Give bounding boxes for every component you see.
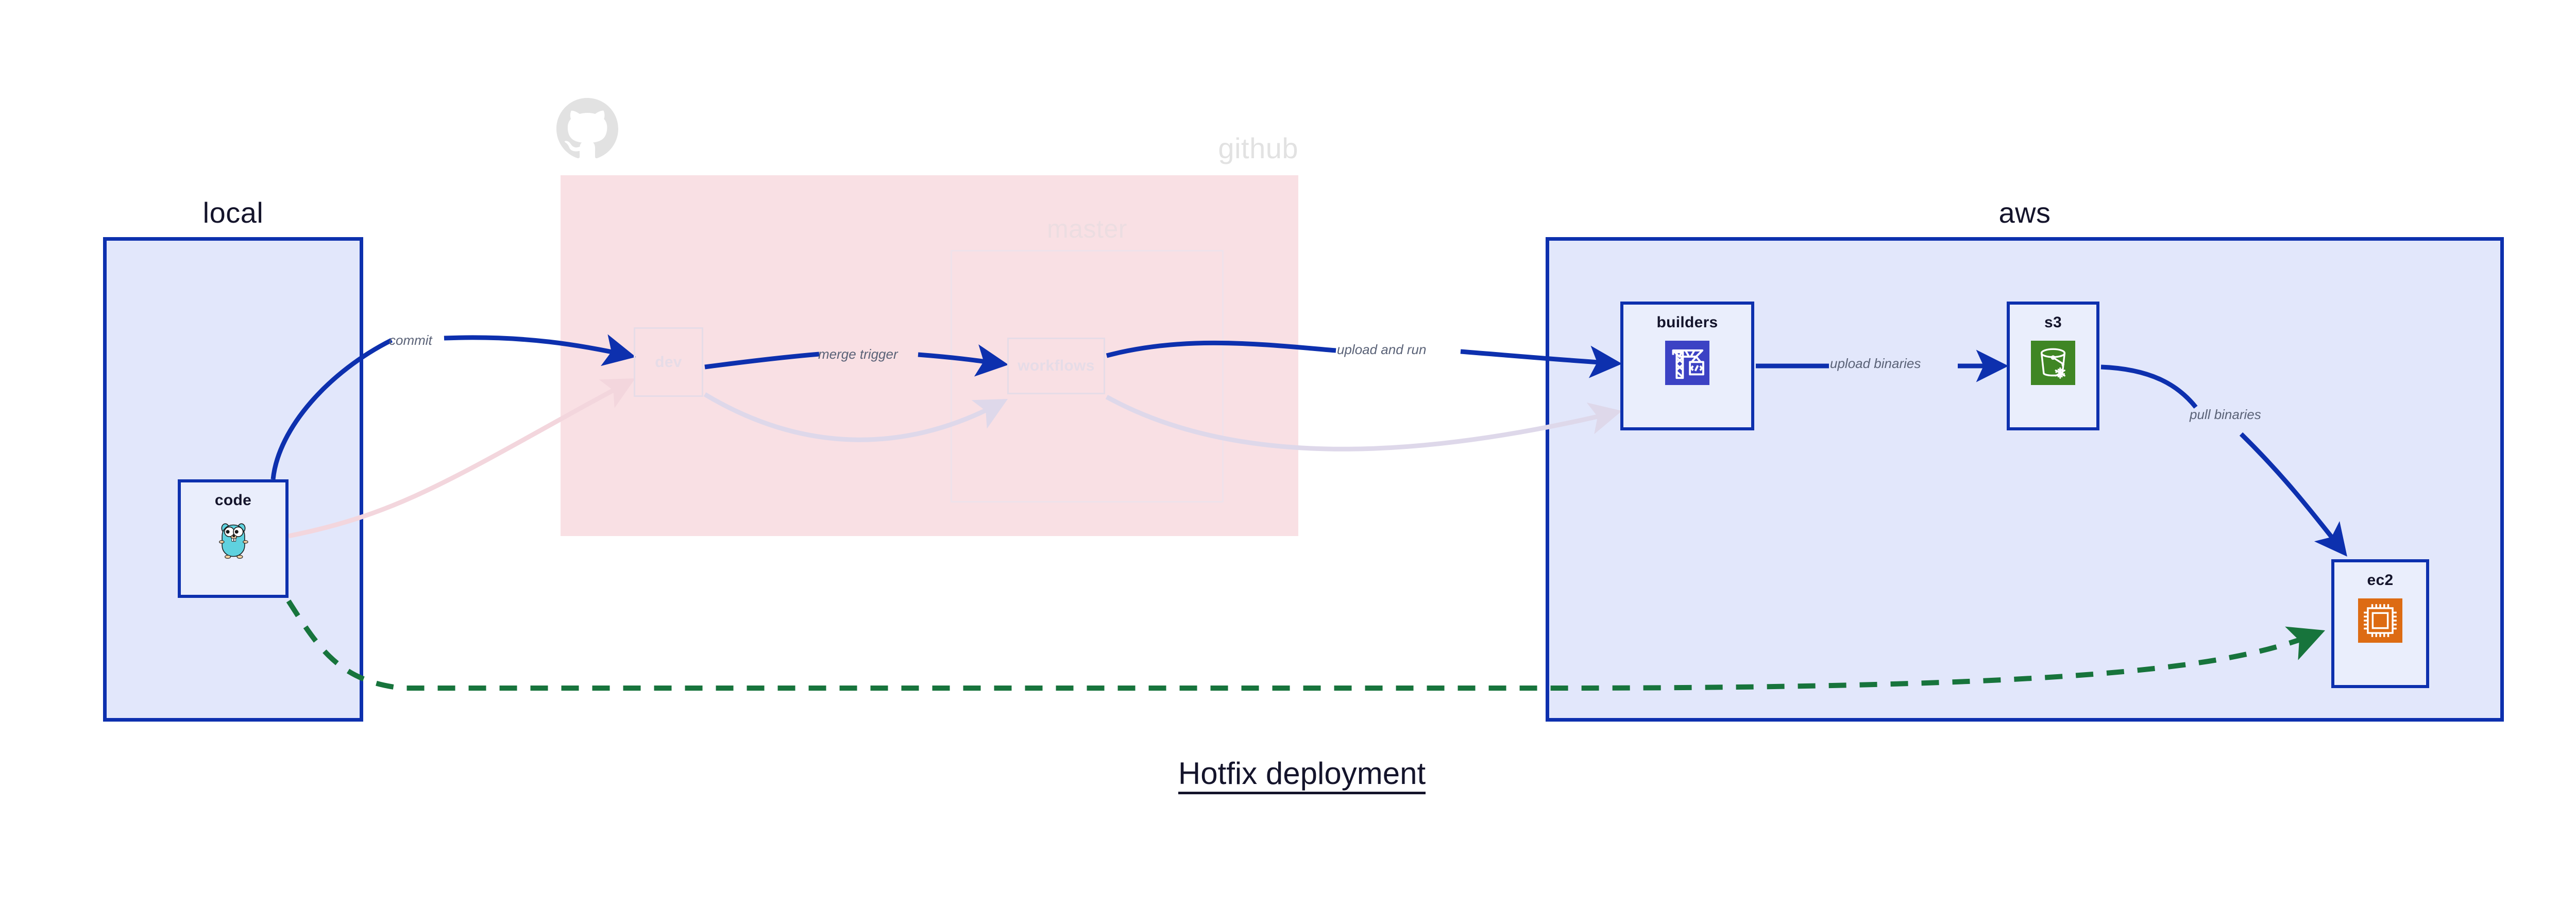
aws-codebuild-icon [1665,341,1709,385]
node-ec2[interactable]: ec2 [2331,559,2429,688]
github-octocat-icon [556,98,618,159]
edge-label-upload-binaries: upload binaries [1830,356,1921,371]
diagram-caption: Hotfix deployment [0,756,2576,794]
diagram-caption-text: Hotfix deployment [1178,756,1426,794]
group-aws-label: aws [1998,196,2051,229]
edge-label-pull-binaries: pull binaries [2190,407,2261,422]
node-builders-label: builders [1656,314,1718,331]
group-master-label: master [1047,214,1127,243]
group-github-label: github [1218,132,1298,164]
node-code-label: code [214,492,252,509]
edge-label-commit: commit [389,332,432,348]
node-dev[interactable]: dev [634,327,703,397]
node-code[interactable]: code [178,479,289,598]
aws-ec2-chip-icon [2358,598,2402,643]
group-local-label: local [202,196,264,229]
node-workflows-label: workflows [1018,357,1095,374]
node-s3-label: s3 [2044,314,2062,331]
edge-label-upload-and-run: upload and run [1337,342,1427,357]
node-s3[interactable]: s3 [2007,302,2099,430]
group-master [951,250,1224,503]
edge-label-merge-trigger: merge trigger [818,346,898,362]
node-workflows[interactable]: workflows [1007,338,1105,394]
node-builders[interactable]: builders [1620,302,1754,430]
node-dev-label: dev [655,353,682,371]
aws-s3-glacier-icon [2031,341,2075,385]
node-ec2-label: ec2 [2367,572,2394,589]
go-gopher-icon [218,523,248,559]
